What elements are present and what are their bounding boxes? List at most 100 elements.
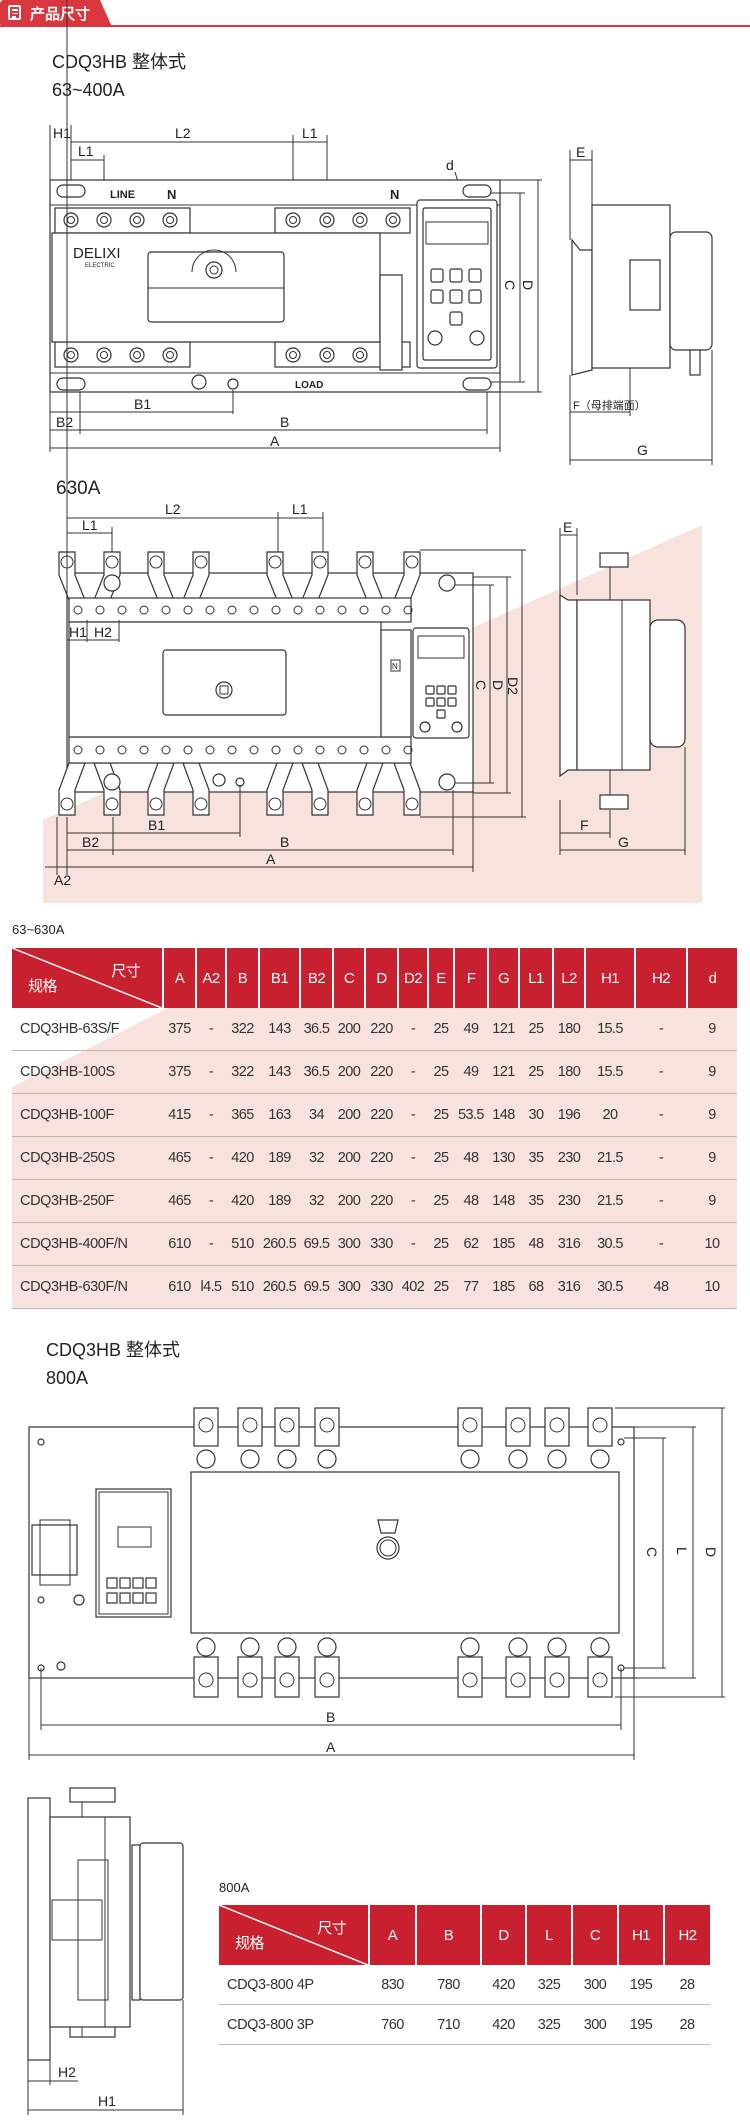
terminal-screw-icon bbox=[508, 1449, 528, 1469]
busbar-bolt-icon bbox=[549, 1672, 565, 1688]
value-cell: 325 bbox=[526, 1965, 572, 2005]
busbar-bolt-icon bbox=[268, 797, 282, 811]
busbar-bolt-icon bbox=[592, 1672, 608, 1688]
terminal-screw-icon bbox=[96, 212, 112, 228]
column-header-d2: D2 bbox=[397, 948, 428, 1008]
dim-label-g: G bbox=[637, 442, 648, 458]
control-key bbox=[132, 1577, 144, 1589]
value-cell: 30.5 bbox=[585, 1265, 635, 1309]
table-corner-header: 尺寸 规格 bbox=[12, 948, 163, 1008]
terminal-screw-icon bbox=[293, 605, 303, 615]
value-cell: 220 bbox=[365, 1179, 398, 1223]
terminal-screw-icon bbox=[385, 212, 401, 228]
value-cell: 780 bbox=[416, 1965, 481, 2005]
terminal-screw-icon bbox=[547, 1637, 567, 1657]
value-cell: 300 bbox=[333, 1265, 365, 1309]
control-key bbox=[430, 289, 444, 304]
value-cell: 35 bbox=[519, 1136, 553, 1180]
value-cell: 69.5 bbox=[300, 1222, 333, 1266]
value-cell: 420 bbox=[481, 2004, 526, 2045]
terminal-screw-icon bbox=[319, 212, 335, 228]
section-header-title: 产品尺寸 bbox=[30, 6, 91, 23]
busbar-bolt-icon bbox=[149, 797, 163, 811]
busbar-bolt-icon bbox=[405, 797, 419, 811]
model-cell: CDQ3HB-100F bbox=[12, 1093, 163, 1137]
drawing-630a: L2 L1 L1 N H1 H2 C D D2 bbox=[45, 0, 686, 888]
terminal-screw-icon bbox=[166, 351, 174, 359]
busbar bbox=[193, 1407, 219, 1447]
column-header-f: F bbox=[453, 948, 488, 1008]
value-cell: 21.5 bbox=[585, 1179, 635, 1223]
section1-subtitle: 63~400A bbox=[52, 80, 125, 100]
n-label: N bbox=[167, 187, 176, 202]
terminal-screw-icon bbox=[323, 216, 331, 224]
terminal-screw-icon bbox=[323, 351, 331, 359]
terminal-screw-icon bbox=[317, 1637, 337, 1657]
value-cell: 30.5 bbox=[585, 1222, 635, 1266]
model-cell: CDQ3HB-630F/N bbox=[12, 1265, 163, 1309]
value-cell: 9 bbox=[687, 1008, 737, 1051]
terminal-screw-icon bbox=[356, 216, 364, 224]
terminal-screw-icon bbox=[161, 745, 171, 755]
value-cell: 830 bbox=[369, 1965, 416, 2005]
terminal-screw-icon bbox=[205, 745, 215, 755]
value-cell: 9 bbox=[687, 1179, 737, 1223]
value-cell: 25 bbox=[428, 1179, 454, 1223]
terminal-screw-icon bbox=[161, 605, 171, 615]
column-header-h1: H1 bbox=[584, 948, 635, 1008]
column-header-d: d bbox=[686, 948, 737, 1008]
control-key bbox=[436, 697, 446, 707]
model-cell: CDQ3HB-250S bbox=[12, 1136, 163, 1180]
terminal-screw-icon bbox=[315, 745, 325, 755]
value-cell: 330 bbox=[365, 1265, 398, 1309]
model-cell: CDQ3-800 3P bbox=[219, 2004, 369, 2045]
column-header-a2: A2 bbox=[195, 948, 226, 1008]
value-cell: 163 bbox=[259, 1093, 300, 1137]
column-header-b1: B1 bbox=[258, 948, 300, 1008]
control-knob bbox=[469, 330, 485, 346]
value-cell: 180 bbox=[553, 1050, 585, 1094]
column-header-d: D bbox=[364, 948, 398, 1008]
section1-title: CDQ3HB 整体式 bbox=[52, 52, 187, 72]
value-cell: 710 bbox=[416, 2004, 481, 2045]
busbar-bolt-icon bbox=[462, 1417, 478, 1433]
value-cell: 189 bbox=[259, 1179, 300, 1223]
value-cell: 121 bbox=[488, 1050, 519, 1094]
busbar-bolt-icon bbox=[462, 1672, 478, 1688]
terminal-screw-icon bbox=[319, 347, 335, 363]
dim-label-e: E bbox=[576, 144, 585, 160]
value-cell: 200 bbox=[333, 1136, 365, 1180]
terminal-screw-icon bbox=[249, 605, 259, 615]
column-header-h2: H2 bbox=[663, 1905, 710, 1965]
value-cell: 9 bbox=[687, 1093, 737, 1137]
corner-label-spec: 规格 bbox=[28, 978, 57, 995]
drawing-800a-front: C L D B A bbox=[28, 1407, 725, 1760]
dim-label-c: C bbox=[473, 680, 489, 690]
column-header-h2: H2 bbox=[634, 948, 687, 1008]
value-cell: 230 bbox=[553, 1136, 585, 1180]
terminal-screw-icon bbox=[590, 1637, 610, 1657]
value-cell: 220 bbox=[365, 1050, 398, 1094]
terminal-screw-icon bbox=[381, 745, 391, 755]
value-cell: 20 bbox=[585, 1093, 635, 1137]
busbar-bolt-icon bbox=[268, 555, 282, 569]
dim-label-b1: B1 bbox=[148, 817, 165, 833]
value-cell: 415 bbox=[163, 1093, 196, 1137]
busbar bbox=[314, 1407, 340, 1447]
value-cell: 420 bbox=[226, 1136, 259, 1180]
dim-label-d: D bbox=[490, 680, 506, 690]
control-key bbox=[145, 1592, 157, 1604]
busbar-bolt-icon bbox=[105, 555, 119, 569]
column-header-b: B bbox=[415, 1905, 481, 1965]
column-header-c: C bbox=[571, 1905, 618, 1965]
terminal-screw-icon bbox=[271, 605, 281, 615]
value-cell: - bbox=[635, 1179, 687, 1223]
terminal-screw-icon bbox=[95, 605, 105, 615]
dim-label-d: D bbox=[520, 280, 536, 290]
value-cell: 325 bbox=[526, 2004, 572, 2045]
terminal-screw-icon bbox=[240, 1449, 260, 1469]
